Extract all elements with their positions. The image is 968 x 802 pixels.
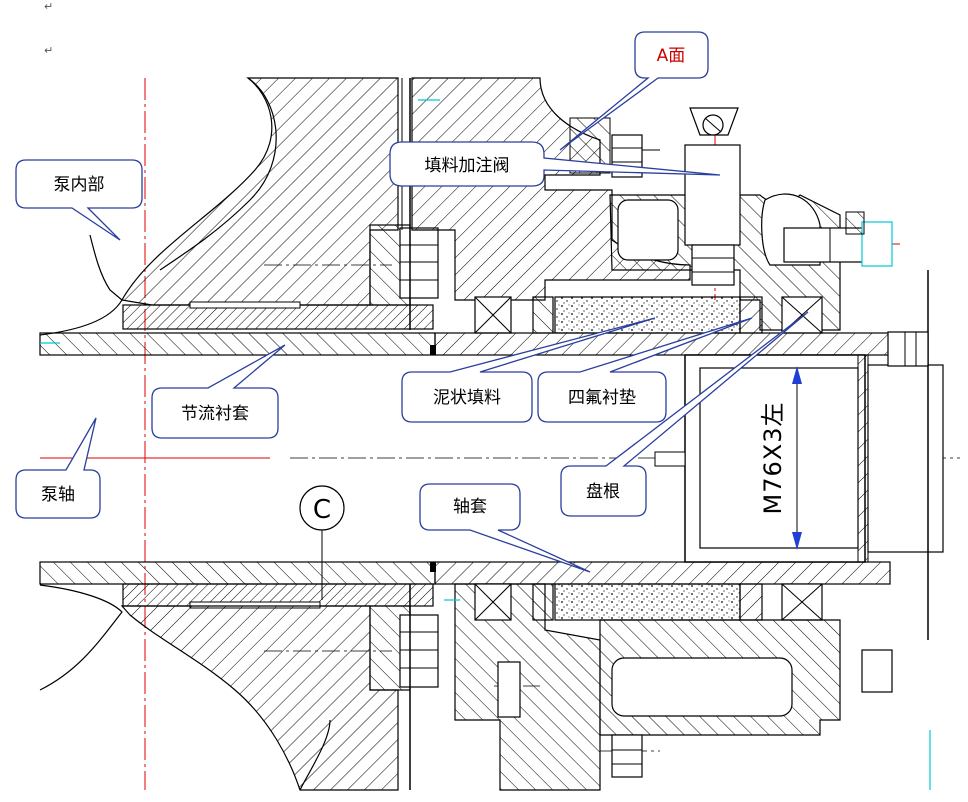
bolt-bottom: [611, 734, 643, 778]
label-ptfe-gasket: 四氟衬垫: [568, 388, 636, 408]
casing-inner-curve: [39, 234, 123, 336]
callout-pump-inside: [15, 159, 143, 241]
bolt-upper-left: [399, 227, 439, 299]
bolt-lower-left: [399, 614, 439, 688]
label-throttle-sleeve: 节流衬套: [181, 404, 249, 424]
ptfe-gasket-upper: [739, 296, 763, 334]
callout-face-a: [559, 31, 709, 151]
shaft-sleeve-lower: [434, 561, 891, 585]
callout-shaft-sleeve: [419, 483, 591, 573]
callout-pump-shaft: [15, 417, 101, 519]
casing-outer-curve: [159, 77, 277, 271]
label-pump-shaft: 泵轴: [41, 485, 75, 505]
label-packing-ring: 盘根: [586, 482, 620, 502]
section-marker-label: C: [313, 495, 331, 525]
callout-shapes: [15, 31, 809, 573]
label-fill-valve: 填料加注阀: [425, 156, 510, 176]
label-shaft-sleeve: 轴套: [453, 497, 487, 517]
paste-packing-lower: [554, 583, 741, 621]
label-face-a: A面: [657, 46, 686, 66]
shaft-upper: [39, 332, 436, 356]
thread-dimension: M76X3左: [759, 366, 802, 550]
throttle-sleeve-upper: [122, 304, 434, 330]
paste-packing-upper: [554, 296, 741, 334]
section-marker: C: [299, 485, 345, 600]
callout-paste-packing: [401, 317, 656, 423]
bolt-right-lower: [861, 649, 893, 693]
callout-ptfe-gasket: [537, 317, 753, 423]
ptfe-gasket-lower: [739, 583, 763, 621]
thread-spec-label: M76X3左: [759, 402, 787, 515]
paragraph-mark-1: ↵: [44, 0, 53, 13]
casing-lower: [120, 605, 399, 791]
callout-throttle-sleeve: [151, 344, 286, 439]
casing-upper: [121, 77, 399, 306]
cyan-marks: [418, 99, 931, 790]
shaft-lower: [39, 561, 436, 585]
paragraph-mark-2: ↵: [44, 44, 53, 57]
fill-valve: [684, 107, 741, 286]
callout-packing-ring: [560, 311, 809, 517]
callout-fill-valve: [389, 141, 721, 187]
label-pump-inside: 泵内部: [54, 175, 105, 195]
label-paste-packing: 泥状填料: [433, 388, 501, 408]
